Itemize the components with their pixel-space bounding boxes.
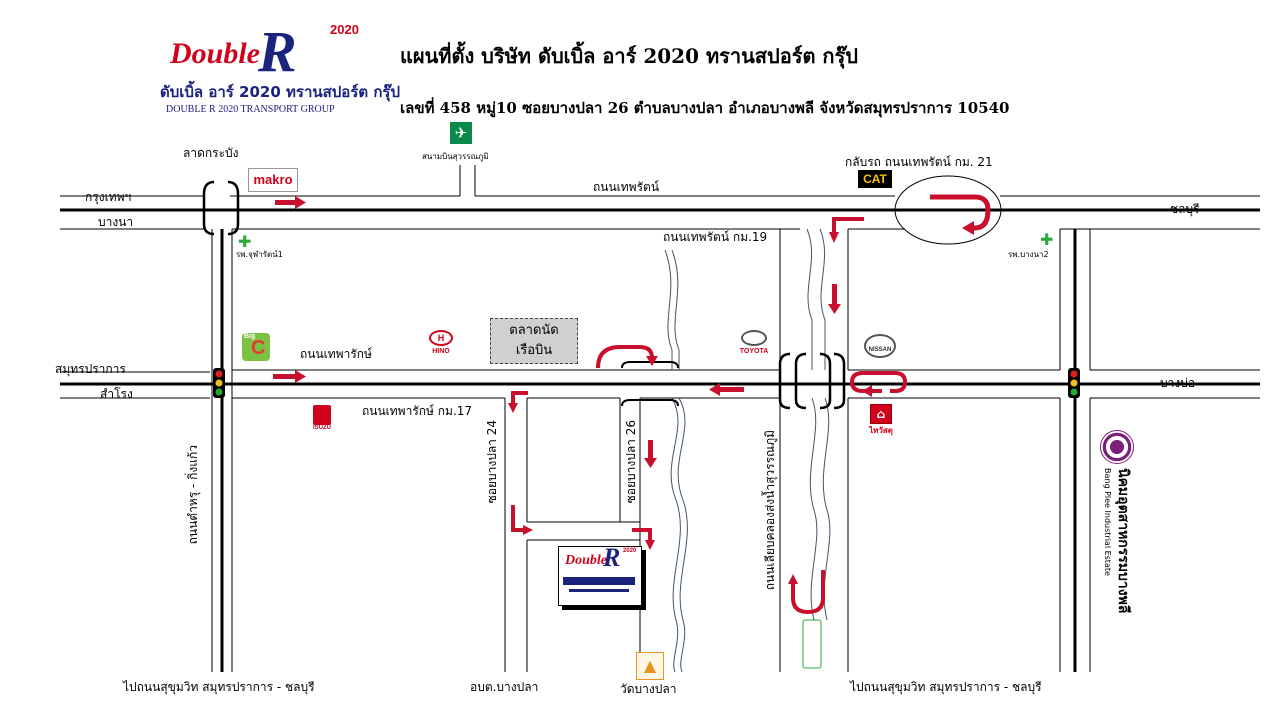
label-road-kingkaew: ถนนตำหรุ - กิ่งแก้ว xyxy=(186,445,200,545)
thaiwatsadu-icon: ⌂ xyxy=(870,404,892,424)
company-logo: Double R 2020 ดับเบิ้ล อาร์ 2020 ทรานสปอ… xyxy=(160,19,400,122)
airport-label: สนามบินสุวรรณภูมิ xyxy=(422,152,489,161)
label-uturn-km21: กลับรถ ถนนเทพรัตน์ กม. 21 xyxy=(845,155,993,169)
dest-logo-bar xyxy=(563,577,635,585)
bigc-c-text: C xyxy=(251,337,266,359)
destination-company-marker: Double R 2020 xyxy=(558,543,642,606)
bigc-logo: Big C xyxy=(242,333,270,361)
logo-year: 2020 xyxy=(330,22,359,37)
label-road-theparak-km17: ถนนเทพารักษ์ กม.17 xyxy=(362,404,473,418)
toyota-text: TOYOTA xyxy=(739,348,769,355)
label-road-thepharat-km19: ถนนเทพรัตน์ กม.19 xyxy=(663,230,768,244)
label-road-suvarnabhumi: ถนนเลียบคลองส่งน้ำสุวรรณภูมิ xyxy=(763,430,777,591)
label-hospital-chularat1: รพ.จุฬารัตน์1 xyxy=(236,250,283,259)
label-bangkok: กรุงเทพฯ xyxy=(85,190,132,204)
dest-logo-year: 2020 xyxy=(623,548,637,554)
makro-logo: makro xyxy=(248,168,298,192)
flea-market: ตลาดนัด เรือบิน xyxy=(490,318,578,364)
uturn-loop xyxy=(894,175,1002,245)
dest-logo-double: Double xyxy=(565,553,607,568)
direction-arrows xyxy=(273,194,991,615)
road-outlines xyxy=(60,165,1260,672)
label-chonburi: ชลบุรี xyxy=(1170,202,1200,216)
isuzu-logo: ISUZU xyxy=(310,405,334,435)
cat-text: CAT xyxy=(863,172,887,186)
toyota-logo: TOYOTA xyxy=(732,330,776,362)
label-to-sukhumvit-right: ไปถนนสุขุมวิท สมุทรปราการ - ชลบุรี xyxy=(850,680,1042,694)
temple-icon: ▲ xyxy=(636,652,664,680)
label-samrong: สำโรง xyxy=(100,387,133,401)
label-latkrabang: ลาดกระบัง xyxy=(183,146,239,160)
isuzu-text: ISUZU xyxy=(313,425,331,431)
logo-thai-name: ดับเบิ้ล อาร์ 2020 ทรานสปอร์ต กรุ๊ป xyxy=(160,83,400,101)
left-overpass xyxy=(202,180,240,236)
canal-road-box xyxy=(802,619,822,669)
label-hospital-bangna2: รพ.บางนา2 xyxy=(1008,250,1049,259)
nissan-logo: NISSAN xyxy=(864,334,896,358)
label-obt-bangpla: อบต.บางปลา xyxy=(470,680,539,694)
address: เลขที่ 458 หมู่10 ซอยบางปลา 26 ตำบลบางปล… xyxy=(400,99,1010,117)
hospital-icon-bangna2: ✚ xyxy=(1040,230,1054,249)
logo-english-name: DOUBLE R 2020 TRANSPORT GROUP xyxy=(166,104,335,115)
label-road-thepharat: ถนนเทพรัตน์ xyxy=(593,180,660,194)
industrial-estate-thai: นิคมอุตสาหกรรมบางพลี xyxy=(1115,468,1131,614)
page-title: แผนที่ตั้ง บริษัท ดับเบิ้ล อาร์ 2020 ทรา… xyxy=(400,44,858,68)
thaiwatsadu-text: ไทวัสดุ xyxy=(869,426,893,435)
canal-junction-brackets xyxy=(778,352,846,410)
airport-icon: ✈ xyxy=(450,122,472,144)
logo-double: Double xyxy=(170,37,260,70)
logo-r: R xyxy=(258,19,297,84)
label-samutprakan: สมุทรปราการ xyxy=(55,362,126,376)
hino-icon: H xyxy=(429,330,453,346)
industrial-estate-english: Bang Plee Industrial Estate xyxy=(1103,468,1112,576)
industrial-estate-icon xyxy=(1100,430,1134,464)
thaiwatsadu-logo: ⌂ ไทวัสดุ xyxy=(864,404,898,440)
market-line2: เรือบิน xyxy=(515,343,553,358)
makro-text: makro xyxy=(253,172,293,187)
bigc-big-text: Big xyxy=(244,333,256,340)
dest-logo-bar2 xyxy=(569,589,629,592)
hospital-icon-chularat: ✚ xyxy=(238,232,252,251)
label-bangbo: บางบ่อ xyxy=(1160,376,1196,390)
cat-logo: CAT xyxy=(858,170,892,188)
nissan-text: NISSAN xyxy=(868,347,892,353)
isuzu-icon xyxy=(313,405,331,425)
label-soi-26: ซอยบางปลา 26 xyxy=(624,420,638,504)
market-line1: ตลาดนัด xyxy=(509,323,559,338)
hino-text: HINO xyxy=(432,348,450,355)
dest-logo-r: R xyxy=(603,543,621,572)
label-wat-bangpla: วัดบางปลา xyxy=(620,682,677,696)
traffic-lights xyxy=(213,368,1080,398)
label-bangna: บางนา xyxy=(98,215,134,229)
toyota-icon xyxy=(741,330,767,346)
label-to-sukhumvit-left: ไปถนนสุขุมวิท สมุทรปราการ - ชลบุรี xyxy=(123,680,315,694)
label-road-theparak: ถนนเทพารักษ์ xyxy=(300,347,372,361)
label-soi-24: ซอยบางปลา 24 xyxy=(485,420,499,504)
hino-logo: H HINO xyxy=(424,330,458,360)
canal xyxy=(664,228,831,673)
